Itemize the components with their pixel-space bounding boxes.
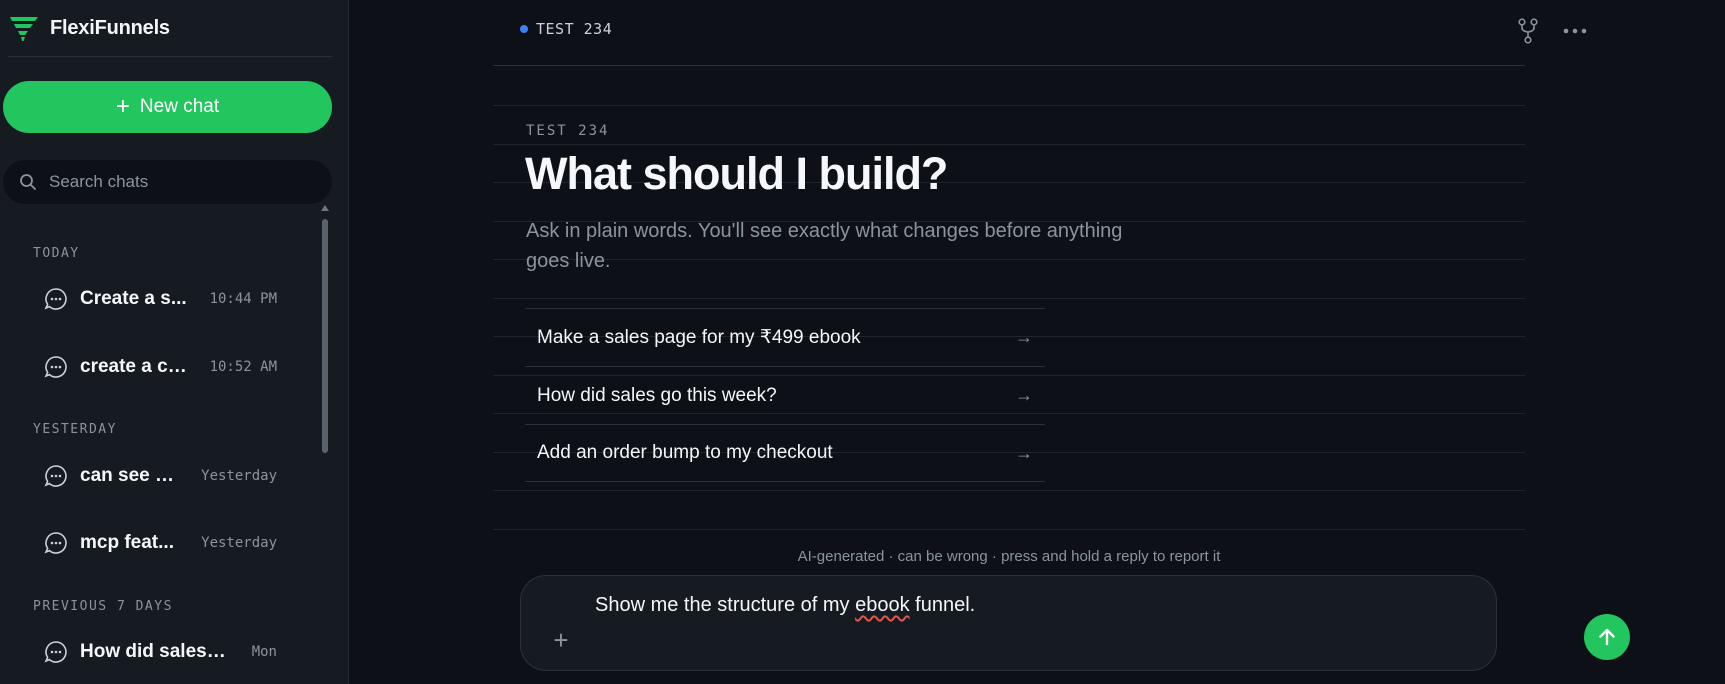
- arrow-right-icon: →: [1015, 327, 1033, 347]
- chat-item-title: can see a ...: [80, 465, 182, 486]
- grid-line: [493, 182, 1525, 183]
- new-chat-button[interactable]: + New chat: [3, 81, 332, 133]
- brand[interactable]: FlexiFunnels: [8, 10, 330, 46]
- chat-bubble-icon: [44, 288, 67, 310]
- branch-icon[interactable]: [1513, 16, 1543, 46]
- suggestion-label: Add an order bump to my checkout: [537, 442, 833, 463]
- chat-bubble-icon: [44, 641, 67, 663]
- message-input[interactable]: Show me the structure of my ebook funnel…: [595, 594, 975, 617]
- chat-item[interactable]: can see a ... Yesterday: [30, 454, 295, 498]
- divider: [8, 56, 332, 57]
- project-indicator[interactable]: TEST 234: [520, 20, 612, 38]
- section-label-yesterday: YESTERDAY: [33, 422, 117, 437]
- grid-line: [493, 259, 1525, 260]
- message-text: Show me the structure of my: [595, 594, 856, 616]
- search-box[interactable]: [3, 160, 332, 204]
- misspelled-word: ebook: [855, 594, 910, 616]
- more-options-icon[interactable]: [1560, 18, 1590, 44]
- arrow-right-icon: →: [1015, 442, 1033, 463]
- grid-line: [493, 413, 1525, 414]
- attach-plus-icon[interactable]: +: [553, 625, 569, 655]
- message-composer[interactable]: Show me the structure of my ebook funnel…: [520, 575, 1630, 671]
- page-subtitle: Ask in plain words. You'll see exactly w…: [526, 220, 1123, 272]
- project-eyebrow: TEST 234: [526, 123, 610, 139]
- project-name: TEST 234: [536, 20, 613, 38]
- section-label-today: TODAY: [33, 246, 80, 261]
- page-title: What should I build?: [525, 148, 948, 199]
- section-label-previous-7-days: PREVIOUS 7 DAYS: [33, 599, 173, 614]
- suggestion-item[interactable]: Add an order bump to my checkout →: [525, 424, 1045, 482]
- scroll-up-arrow-icon[interactable]: [321, 205, 329, 211]
- chat-item-time: 10:44 PM: [209, 291, 277, 307]
- scrollbar-thumb[interactable]: [322, 219, 328, 453]
- suggestion-item[interactable]: Make a sales page for my ₹499 ebook →: [525, 308, 1045, 366]
- search-input[interactable]: [49, 172, 309, 192]
- chat-item[interactable]: Create a s... 10:44 PM: [30, 277, 295, 321]
- brand-name: FlexiFunnels: [50, 16, 170, 39]
- grid-line: [493, 144, 1525, 145]
- sidebar-scrollbar[interactable]: [321, 205, 329, 455]
- main-panel: TEST 234 TEST 234 What: [349, 0, 1725, 684]
- chat-item[interactable]: How did sales g... Mon: [30, 630, 295, 674]
- chat-item-time: 10:52 AM: [209, 359, 277, 375]
- chat-item-time: Yesterday: [201, 535, 277, 551]
- flexifunnels-logo-icon: [10, 17, 38, 41]
- sidebar: FlexiFunnels + New chat TODAY Create a: [0, 0, 349, 684]
- suggestion-label: How did sales go this week?: [537, 384, 777, 406]
- top-bar: TEST 234: [493, 0, 1587, 66]
- chat-item[interactable]: create a co... 10:52 AM: [30, 345, 295, 389]
- new-chat-label: New chat: [139, 96, 220, 117]
- message-text: funnel.: [909, 594, 976, 616]
- chat-item-time: Mon: [251, 644, 277, 660]
- grid-line: [493, 336, 1525, 337]
- chat-item-title: mcp feat...: [80, 532, 174, 553]
- grid-line: [493, 221, 1525, 222]
- grid-line: [493, 105, 1525, 106]
- status-dot: [520, 25, 528, 33]
- grid-line: [493, 490, 1525, 491]
- send-button[interactable]: [1584, 614, 1630, 660]
- grid-line: [493, 529, 1525, 530]
- suggestion-list: Make a sales page for my ₹499 ebook → Ho…: [525, 308, 1045, 482]
- chat-bubble-icon: [44, 465, 67, 487]
- chat-bubble-icon: [44, 532, 67, 554]
- chat-item-title: How did sales g...: [80, 641, 230, 662]
- chat-item[interactable]: mcp feat... Yesterday: [30, 521, 295, 565]
- arrow-up-icon: [1599, 628, 1615, 646]
- grid-line: [493, 452, 1525, 453]
- chat-bubble-icon: [44, 356, 67, 378]
- plus-icon: +: [115, 93, 130, 120]
- ai-disclaimer: AI-generated · can be wrong · press and …: [797, 548, 1221, 565]
- chat-item-title: create a co...: [80, 356, 192, 377]
- chat-item-title: Create a s...: [80, 288, 187, 309]
- suggestion-item[interactable]: How did sales go this week? →: [525, 366, 1045, 424]
- suggestion-label: Make a sales page for my ₹499 ebook: [537, 327, 861, 348]
- chat-item-time: Yesterday: [201, 468, 277, 484]
- arrow-right-icon: →: [1015, 385, 1033, 405]
- search-icon: [20, 174, 36, 190]
- grid-line: [493, 298, 1525, 299]
- grid-line: [493, 375, 1525, 376]
